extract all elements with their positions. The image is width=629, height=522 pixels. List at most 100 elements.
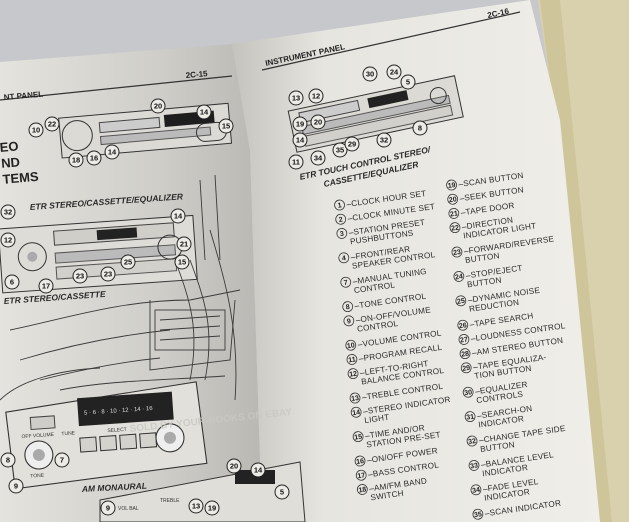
legend-number: 25: [457, 298, 466, 306]
legend-number-circle: [468, 460, 480, 471]
legend-number-circle: [451, 246, 463, 258]
callout-circle: [386, 64, 402, 80]
radio-frequency-display: 5 · 6 · 8 · 10 · 12 · 14 · 16: [84, 406, 154, 417]
legend-number-circle: [460, 362, 472, 374]
legend-number: 34: [472, 487, 481, 495]
callout-number: 6: [10, 278, 14, 287]
legend-number: 14: [352, 409, 361, 417]
legend-number-circle: [340, 276, 352, 288]
callout-number: 13: [292, 94, 300, 103]
callout-number: 8: [6, 456, 10, 465]
legend-number: 1: [337, 202, 342, 209]
callout-circle: [174, 254, 190, 270]
callout-number: 12: [312, 92, 320, 101]
callout-circle: [72, 268, 88, 284]
callout-number: 23: [76, 272, 84, 281]
callout-circle: [196, 104, 212, 120]
legend-number: 17: [357, 472, 366, 480]
callout-circle: [292, 132, 308, 148]
legend-number-circle: [352, 431, 364, 443]
legend-number: 2: [338, 216, 343, 223]
select-label: SELECT: [107, 427, 127, 434]
callout-number: 14: [108, 148, 117, 157]
callout-number: 5: [280, 488, 284, 497]
legend-number-circle: [446, 179, 457, 191]
callout-number: 13: [192, 502, 200, 511]
legend-number: 9: [347, 318, 352, 325]
legend-number: 21: [450, 210, 459, 218]
callout-number: 20: [314, 118, 322, 127]
legend-number: 23: [453, 249, 462, 257]
callout-number: 15: [222, 122, 230, 131]
callout-number: 10: [32, 126, 40, 135]
legend-number: 7: [343, 279, 348, 286]
callout-number: 25: [124, 258, 132, 267]
callout-circle: [120, 254, 136, 270]
vol-bal-label: VOL BAL: [118, 506, 139, 512]
off-volume-label: OFF VOLUME: [21, 432, 55, 440]
callout-number: 11: [292, 158, 300, 167]
callout-number: 29: [348, 140, 356, 149]
legend-number-circle: [334, 199, 345, 211]
callout-number: 23: [104, 270, 112, 279]
callout-circle: [100, 266, 116, 282]
legend-number-circle: [459, 348, 471, 360]
svg-text:TEMS: TEMS: [2, 169, 40, 187]
legend-number-circle: [464, 411, 476, 423]
callout-circle: [412, 120, 428, 136]
callout-number: 30: [366, 70, 374, 79]
callout-number: 32: [4, 208, 12, 217]
callout-number: 5: [406, 78, 410, 87]
legend-number: 31: [466, 414, 475, 422]
legend-number: 8: [345, 304, 350, 311]
legend-number-circle: [349, 392, 361, 404]
legend-number-circle: [356, 484, 368, 495]
callout-circle: [274, 484, 290, 500]
legend-number-circle: [462, 386, 474, 398]
tone-label: TONE: [30, 473, 45, 480]
callout-circle: [344, 136, 360, 152]
callout-circle: [86, 150, 102, 166]
callout-number: 7: [60, 456, 64, 465]
svg-text:EO: EO: [0, 138, 19, 155]
left-section-header: NT PANEL: [3, 90, 43, 102]
callout-circle: [204, 500, 220, 516]
callout-circle: [400, 74, 416, 90]
legend-number-circle: [448, 208, 460, 219]
legend-number: 11: [348, 356, 356, 364]
legend-number-circle: [455, 295, 467, 307]
legend-label: LIGHT: [364, 413, 390, 425]
callout-circle: [54, 452, 70, 468]
legend-number: 29: [462, 365, 471, 373]
legend-number: 10: [347, 342, 356, 350]
legend-number: 32: [468, 438, 477, 446]
callout-circle: [218, 118, 234, 134]
callout-number: 20: [230, 462, 238, 471]
legend-number-circle: [346, 354, 358, 365]
callout-circle: [68, 152, 84, 168]
callout-circle: [0, 204, 16, 220]
legend-number-circle: [449, 222, 461, 234]
legend-number-circle: [345, 339, 357, 351]
legend-number-circle: [350, 406, 362, 418]
callout-circle: [376, 132, 392, 148]
callout-circle: [44, 116, 60, 132]
legend-number: 26: [459, 322, 468, 330]
legend-number: 27: [460, 336, 469, 344]
callout-number: 17: [42, 282, 50, 291]
radio-unit-stereo-cassette: [0, 214, 198, 294]
callout-circle: [176, 236, 192, 252]
callout-circle: [310, 150, 326, 166]
legend-number-circle: [453, 271, 465, 282]
callout-number: 19: [296, 120, 304, 129]
callout-number: 14: [296, 136, 305, 145]
callout-number: 19: [208, 504, 216, 513]
left-partial-title: EO ND TEMS: [0, 138, 40, 187]
radio-unit-partial-bottom: VOL BAL TREBLE: [99, 461, 306, 522]
radio-unit-touch-control: [287, 75, 464, 153]
svg-text:ND: ND: [1, 154, 21, 171]
callout-circle: [0, 232, 16, 248]
callout-circle: [310, 114, 326, 130]
